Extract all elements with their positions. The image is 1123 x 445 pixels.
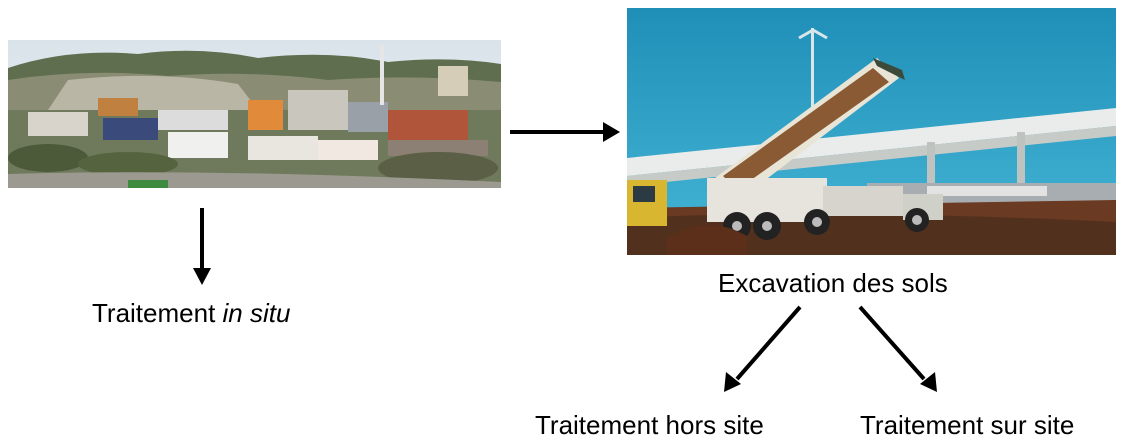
in-situ-label-italic: in situ	[222, 298, 291, 328]
arrow-right-to-excavation-head	[603, 122, 620, 142]
arrow-to-off-site-head	[724, 372, 741, 392]
off-site-treatment-label: Traitement hors site	[535, 410, 764, 440]
arrow-to-on-site-head	[920, 372, 937, 392]
arrow-to-off-site	[735, 305, 802, 381]
arrow-down-to-in-situ-head	[193, 268, 211, 285]
on-site-treatment-label: Traitement sur site	[860, 410, 1075, 440]
industrial-site-illustration	[8, 40, 501, 188]
in-situ-label-prefix: Traitement	[92, 298, 223, 328]
in-situ-treatment-label: Traitement in situ	[92, 298, 290, 328]
excavation-truck-photo	[627, 8, 1116, 255]
industrial-site-photo	[8, 40, 501, 188]
excavation-label: Excavation des sols	[718, 268, 948, 298]
arrow-to-on-site	[858, 305, 926, 381]
excavation-truck-illustration	[627, 8, 1116, 255]
